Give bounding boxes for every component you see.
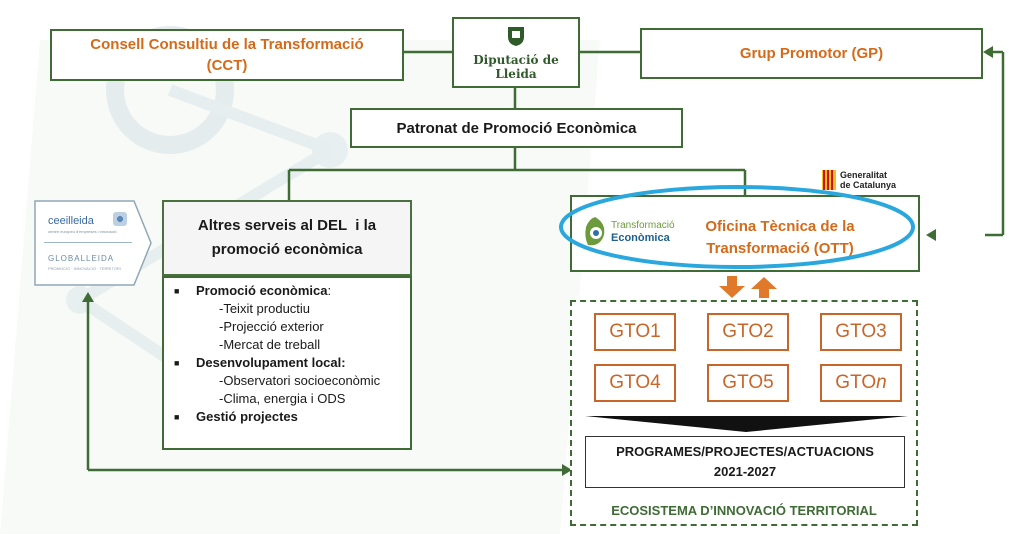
cct-line1: Consell Consultiu de la Transformació — [90, 36, 364, 53]
list-item: -Mercat de treball — [219, 337, 321, 352]
gto-4: GTO4 — [594, 364, 676, 402]
diputacio-label: Diputació de Lleida — [473, 52, 559, 81]
ott-line1: Oficina Tècnica de la — [705, 218, 855, 235]
gto-3: GTO3 — [820, 313, 902, 351]
generalitat-line2: de Catalunya — [840, 180, 897, 190]
logos-badge: ceeilleida centre europeu d'empreses i i… — [34, 200, 152, 286]
programes-line2: 2021-2027 — [713, 464, 777, 479]
transformacio-economica-logo: Transformació Econòmica — [582, 215, 675, 249]
gto-5: GTO5 — [707, 364, 789, 402]
patronat-label: Patronat de Promoció Econòmica — [396, 119, 637, 137]
ott-line2: Transformació (OTT) — [706, 240, 854, 257]
diputacio-box: Diputació de Lleida — [452, 17, 580, 88]
list-heading-desenvolupament: Desenvolupament local: — [174, 354, 410, 372]
generalitat-flag-icon — [822, 170, 836, 190]
te-line1: Transformació — [611, 220, 675, 231]
gp-box: Grup Promotor (GP) — [640, 28, 983, 79]
list-item: -Projecció exterior — [219, 319, 324, 334]
gto-2: GTO2 — [707, 313, 789, 351]
ceeilleida-logo: ceeilleida — [48, 215, 94, 227]
ecosistema-label: ECOSISTEMA D’INNOVACIÓ TERRITORIAL — [611, 503, 877, 518]
altres-serveis-box: Altres serveis al DEL i la promoció econ… — [162, 200, 412, 276]
list-item: -Observatori socioeconòmic — [219, 373, 381, 388]
programes-box: PROGRAMES/PROJECTES/ACTUACIONS 2021-2027 — [585, 436, 905, 488]
ceeilleida-subtitle: centre europeu d'empreses i innovació — [48, 229, 117, 234]
ott-label: Oficina Tècnica de la Transformació (OTT… — [680, 216, 880, 260]
list-item: -Teixit productiu — [219, 301, 311, 316]
cct-line2: (CCT) — [206, 57, 248, 74]
list-heading-gestio: Gestió projectes — [174, 408, 410, 426]
cct-box: Consell Consultiu de la Transformació (C… — [50, 29, 404, 81]
logos-divider — [44, 242, 132, 243]
te-line2: Econòmica — [611, 232, 670, 244]
generalitat-line1: Generalitat — [840, 170, 888, 180]
diputacio-crest-icon — [508, 26, 524, 46]
services-list: Promoció econòmica: -Teixit productiu -P… — [162, 276, 412, 450]
altres-line2: promoció econòmica — [211, 241, 363, 258]
patronat-box: Patronat de Promoció Econòmica — [350, 108, 683, 148]
altres-line1: Altres serveis al DEL i la — [197, 217, 377, 234]
ceeilleida-mark-icon — [113, 212, 127, 226]
gto-1: GTO1 — [594, 313, 676, 351]
globalleida-subtitle: PROMOCIÓ · INNOVACIÓ · TERRITORI — [48, 266, 121, 271]
generalitat-logo: Generalitat de Catalunya — [822, 168, 896, 192]
list-heading-promocio: Promoció econòmica: — [174, 282, 410, 300]
programes-line1: PROGRAMES/PROJECTES/ACTUACIONS — [616, 444, 874, 459]
transformacio-mark-icon — [585, 217, 605, 246]
gp-label: Grup Promotor (GP) — [739, 45, 884, 62]
list-item: -Clima, energia i ODS — [219, 391, 346, 406]
globalleida-logo: GLOBALLEIDA — [48, 254, 115, 263]
